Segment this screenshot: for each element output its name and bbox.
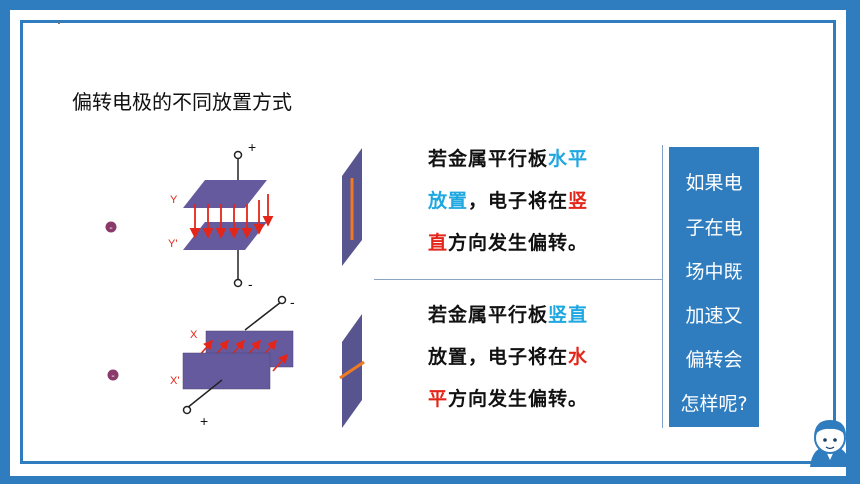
label-y: Y — [170, 194, 178, 206]
top-plus-label: + — [248, 139, 256, 155]
character-left-eye — [823, 438, 827, 442]
character-mouth — [825, 446, 835, 450]
upper-text-line-2: 放置，电子将在竖 — [428, 190, 589, 212]
top-terminal — [233, 150, 243, 160]
question-line-6: 怎样呢? — [680, 393, 748, 415]
left-lead-wire — [186, 379, 223, 409]
right-terminal — [277, 295, 287, 305]
label-y-prime: Y' — [168, 238, 177, 250]
left-terminal — [182, 405, 192, 415]
bottom-plates-figure: - + X X' - — [107, 294, 365, 429]
decor-dot — [58, 22, 60, 24]
content-frame — [20, 20, 836, 464]
question-box: 如果电 子在电 场中既 加速又 偏转会 怎样呢? — [669, 147, 759, 427]
label-x-prime: X' — [170, 375, 179, 387]
top-minus-label: - — [248, 276, 253, 292]
front-plate — [182, 352, 271, 390]
lower-text-line-2: 放置，电子将在水 — [428, 346, 589, 368]
upper-text-line-3: 直方向发生偏转。 — [428, 232, 589, 254]
question-line-1: 如果电 — [685, 172, 743, 194]
bottom-terminal — [233, 278, 243, 288]
bottom-electron — [107, 369, 119, 381]
vertical-field-lines — [189, 194, 274, 239]
right-lead-wire — [244, 301, 282, 331]
top-electron — [105, 221, 117, 233]
bottom-minus-label: - — [290, 294, 295, 310]
label-x: X — [190, 329, 198, 341]
student-character — [810, 420, 850, 467]
top-electron-sign: - — [109, 223, 112, 234]
lower-text-line-3: 平方向发生偏转。 — [428, 388, 589, 410]
upper-plate — [183, 180, 267, 208]
question-box-rule — [662, 145, 663, 428]
question-line-2: 子在电 — [685, 217, 743, 239]
character-hair — [814, 420, 846, 436]
top-plates-figure: + - Y Y' - — [105, 139, 362, 292]
page-title: 偏转电极的不同放置方式 — [72, 90, 292, 114]
section-divider — [374, 279, 662, 280]
bottom-electron-sign: - — [111, 371, 114, 382]
bottom-plus-label: + — [200, 413, 208, 429]
character-right-eye — [833, 438, 837, 442]
question-line-5: 偏转会 — [685, 349, 743, 371]
question-line-4: 加速又 — [685, 305, 743, 327]
question-line-3: 场中既 — [685, 261, 743, 283]
lower-text-line-1: 若金属平行板竖直 — [428, 304, 589, 326]
bottom-screen-trace — [339, 360, 365, 380]
upper-text-line-1: 若金属平行板水平 — [428, 148, 589, 170]
